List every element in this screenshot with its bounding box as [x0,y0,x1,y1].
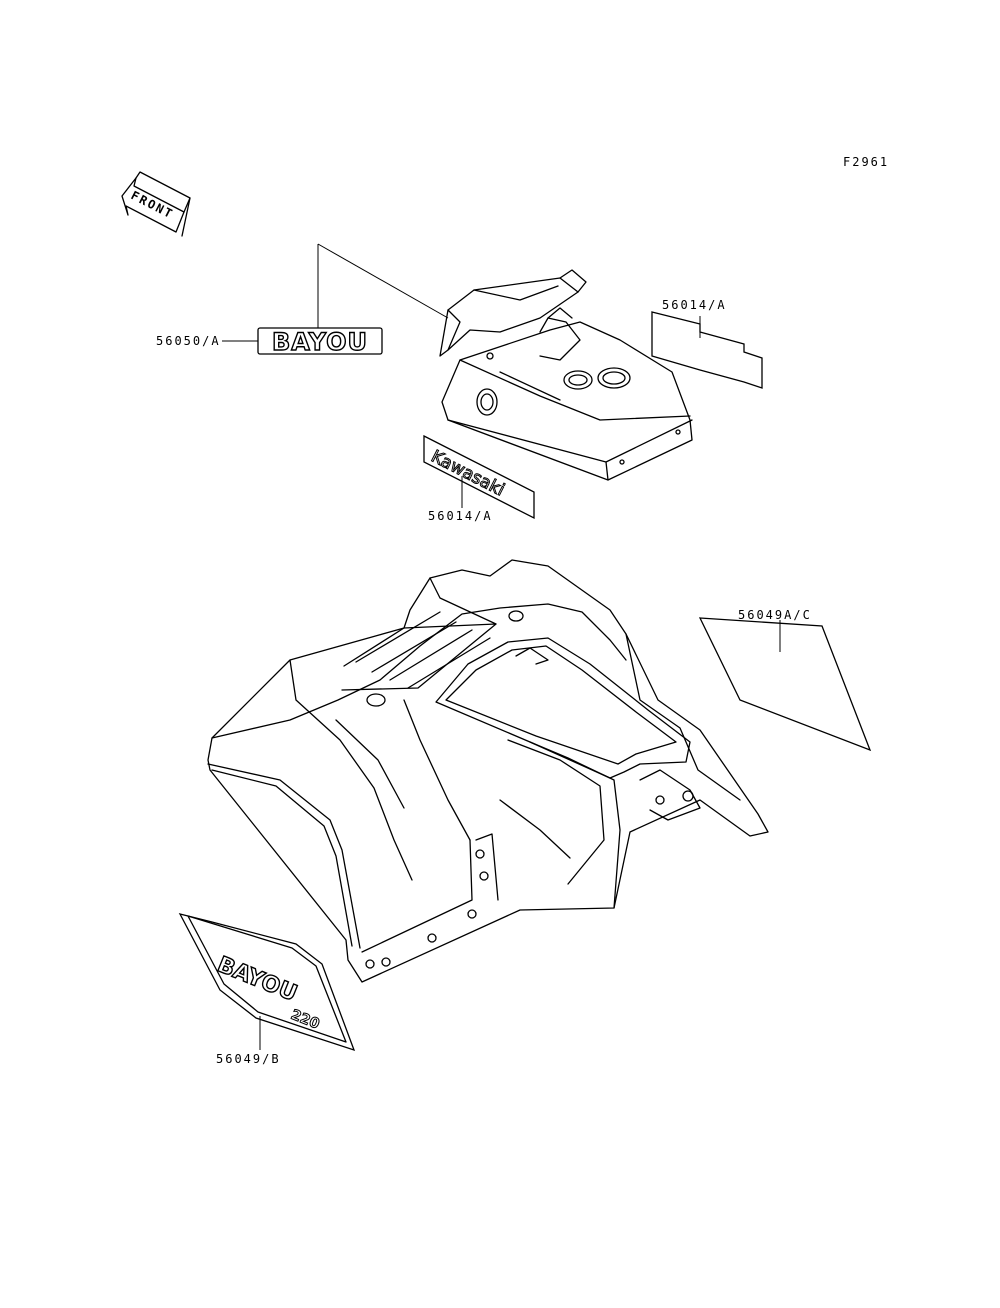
rear-fender-decal-left: BAYOU 220 [178,913,356,1052]
front-direction-arrow: FRONT [121,171,191,237]
callout-56014-a-top: 56014/A [662,298,727,312]
rear-fender [207,559,769,983]
callout-56049a-c: 56049A/C [738,608,812,622]
bayou-side-decal: BAYOU [257,327,383,357]
callout-56049-b: 56049/B [216,1052,281,1066]
figure-code: F2961 [843,155,889,169]
bayou-decal-leader [222,243,449,342]
kawasaki-decal: Kawasaki [423,434,535,520]
callout-56050-a: 56050/A [156,334,221,348]
front-cover-panel [439,269,693,481]
top-strip-decal [651,311,763,389]
bayou-decal-text: BAYOU [272,328,368,356]
rear-fender-decal-right [698,617,872,752]
callout-56014-a-kawasaki: 56014/A [428,509,493,523]
